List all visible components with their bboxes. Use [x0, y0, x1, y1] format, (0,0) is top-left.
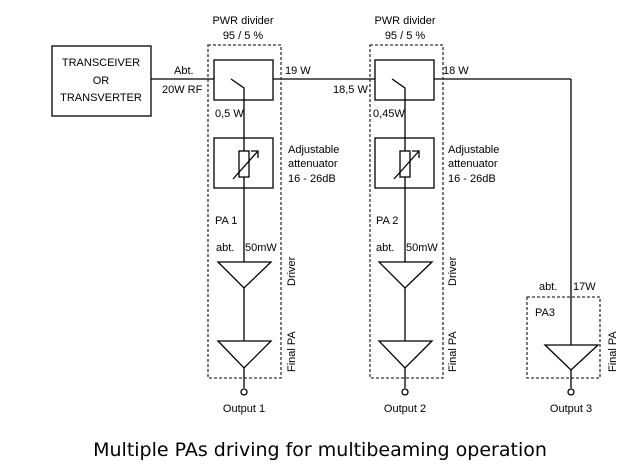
- attenuator1-line1: Adjustable: [288, 144, 339, 156]
- input-abt-label: Abt.: [174, 65, 194, 77]
- divider2-tap-out: 0,45W: [373, 108, 405, 120]
- divider1-tap-out: 0,5 W: [215, 108, 244, 120]
- pa1-final-amp-icon: [216, 340, 273, 369]
- divider1-title: PWR divider: [212, 15, 273, 27]
- output1-label: Output 1: [223, 403, 265, 415]
- attenuator2-line1: Adjustable: [448, 144, 499, 156]
- pa1-final-label: Final PA: [286, 331, 298, 372]
- diagram-caption: Multiple PAs driving for multibeaming op…: [93, 439, 547, 461]
- attenuator1-arrow-head-icon: [251, 150, 259, 158]
- pa2-driver-label: Driver: [447, 256, 459, 286]
- divider2-through-in: 18,5 W: [333, 84, 368, 96]
- pa3-enclosure: [526, 296, 601, 379]
- attenuator2-variable-arrow-icon: [393, 150, 420, 180]
- output3-label: Output 3: [550, 403, 592, 415]
- attenuator1-variable-arrow-icon: [232, 150, 259, 180]
- divider1-through-out: 19 W: [285, 65, 311, 77]
- transverter-label: TRANSVERTER: [60, 92, 142, 104]
- pa1-drive-power: 50mW: [245, 242, 277, 254]
- pa2-drive-abt: abt.: [376, 242, 394, 254]
- pa3-final-amp-icon: [543, 344, 600, 371]
- input-power-label: 20W RF: [162, 84, 203, 96]
- pa3-drive-power: 17W: [573, 281, 596, 293]
- pa2-drive-power: 50mW: [406, 242, 438, 254]
- output1-connector-icon: [240, 388, 248, 396]
- pa1-name: PA 1: [215, 215, 237, 227]
- pa2-final-label: Final PA: [447, 331, 459, 372]
- pa1-driver-label: Driver: [286, 256, 298, 286]
- attenuator1-line3: 16 - 26dB: [288, 173, 336, 185]
- or-label: OR: [93, 75, 110, 87]
- pa3-drive-abt: abt.: [539, 281, 557, 293]
- output2-label: Output 2: [384, 403, 426, 415]
- attenuator2-arrow-head-icon: [412, 150, 420, 158]
- divider1-coupler: [230, 78, 245, 138]
- transceiver-box: [51, 45, 152, 117]
- pa2-name: PA 2: [376, 215, 398, 227]
- output3-connector-icon: [567, 388, 575, 396]
- attenuator1-line2: attenuator: [288, 158, 338, 170]
- pa1-drive-abt: abt.: [216, 242, 234, 254]
- attenuator2-line3: 16 - 26dB: [448, 173, 496, 185]
- divider1-ratio: 95 / 5 %: [223, 30, 264, 42]
- pa3-final-label: Final PA: [607, 331, 619, 372]
- divider2-ratio: 95 / 5 %: [385, 30, 426, 42]
- pa1-driver-amp-icon: [216, 261, 273, 289]
- divider2-through-out: 18 W: [443, 65, 469, 77]
- attenuator2-line2: attenuator: [448, 158, 498, 170]
- pa3-name: PA3: [535, 307, 555, 319]
- divider2-coupler: [391, 78, 406, 138]
- output2-connector-icon: [401, 388, 409, 396]
- divider2-title: PWR divider: [374, 15, 435, 27]
- pa2-driver-amp-icon: [377, 261, 434, 289]
- pa2-enclosure: [369, 44, 444, 379]
- pa2-final-amp-icon: [377, 340, 434, 369]
- transceiver-label: TRANSCEIVER: [62, 57, 140, 69]
